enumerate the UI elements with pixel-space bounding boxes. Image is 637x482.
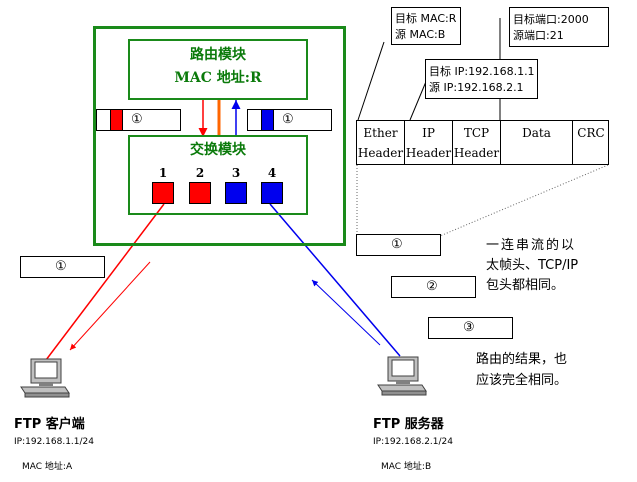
client-arrow bbox=[69, 261, 151, 351]
routing-module bbox=[128, 39, 308, 100]
client-computer-icon bbox=[19, 357, 71, 399]
routing-module-title: 路由模块 bbox=[190, 47, 246, 63]
mac-header-box: 目标 MAC:R 源 MAC:B bbox=[391, 7, 461, 45]
client-ip: IP:192.168.1.1/24 bbox=[14, 437, 94, 447]
mac-src: 源 MAC:B bbox=[395, 28, 446, 41]
tcp-src-port: 源端口:21 bbox=[513, 29, 564, 42]
ip-dst: 目标 IP:192.168.1.1 bbox=[429, 65, 535, 78]
server-cable bbox=[269, 203, 401, 357]
port-2-label: 2 bbox=[195, 166, 205, 180]
client-packet-box: ① bbox=[20, 256, 105, 278]
left-cache-entry: ① bbox=[96, 109, 181, 131]
routing-note: 路由的结果，也 应该完全相同。 bbox=[476, 352, 568, 388]
ip-header-box: 目标 IP:192.168.1.1 源 IP:192.168.2.1 bbox=[425, 59, 538, 99]
client-cable bbox=[45, 203, 165, 361]
switch-module bbox=[128, 135, 308, 215]
router-device bbox=[93, 26, 346, 246]
port-3 bbox=[225, 182, 247, 204]
dotted-right bbox=[439, 164, 609, 237]
stream-packet-3: ③ bbox=[428, 317, 513, 339]
client-packet-label: ① bbox=[55, 259, 67, 274]
stream-note: 一连串流的以 太帧头、TCP/IP 包头都相同。 bbox=[486, 238, 579, 293]
router-mac-label: MAC 地址:R bbox=[174, 70, 262, 86]
port-3-label: 3 bbox=[231, 166, 241, 180]
ip-src: 源 IP:192.168.2.1 bbox=[429, 81, 524, 94]
port-4 bbox=[261, 182, 283, 204]
port-1 bbox=[152, 182, 174, 204]
server-computer-icon bbox=[376, 355, 428, 397]
server-arrow bbox=[311, 279, 381, 346]
server-ip: IP:192.168.2.1/24 bbox=[373, 437, 453, 447]
left-cache-label: ① bbox=[131, 112, 143, 127]
right-cache-entry: ① bbox=[247, 109, 332, 131]
frame-data: Data bbox=[501, 121, 573, 164]
mac-dst: 目标 MAC:R bbox=[395, 12, 457, 25]
tcp-dst-port: 目标端口:2000 bbox=[513, 13, 589, 26]
frame-crc: CRC bbox=[577, 126, 605, 140]
tcp-header-box: 目标端口:2000 源端口:21 bbox=[509, 7, 609, 47]
server-mac: MAC 地址:B bbox=[381, 462, 432, 472]
mac-pointer bbox=[357, 41, 385, 121]
switch-module-title: 交换模块 bbox=[190, 142, 246, 158]
right-cache-blue-block bbox=[261, 110, 274, 130]
server-name: FTP 服务器 bbox=[373, 417, 444, 432]
left-cache-red-block bbox=[110, 110, 123, 130]
client-mac: MAC 地址:A bbox=[22, 462, 73, 472]
stream-packet-1: ① bbox=[356, 234, 441, 256]
stream-packet-2: ② bbox=[391, 276, 476, 298]
port-2 bbox=[189, 182, 211, 204]
port-1-label: 1 bbox=[158, 166, 168, 180]
port-4-label: 4 bbox=[267, 166, 277, 180]
right-cache-label: ① bbox=[282, 112, 294, 127]
client-name: FTP 客户端 bbox=[14, 417, 85, 432]
